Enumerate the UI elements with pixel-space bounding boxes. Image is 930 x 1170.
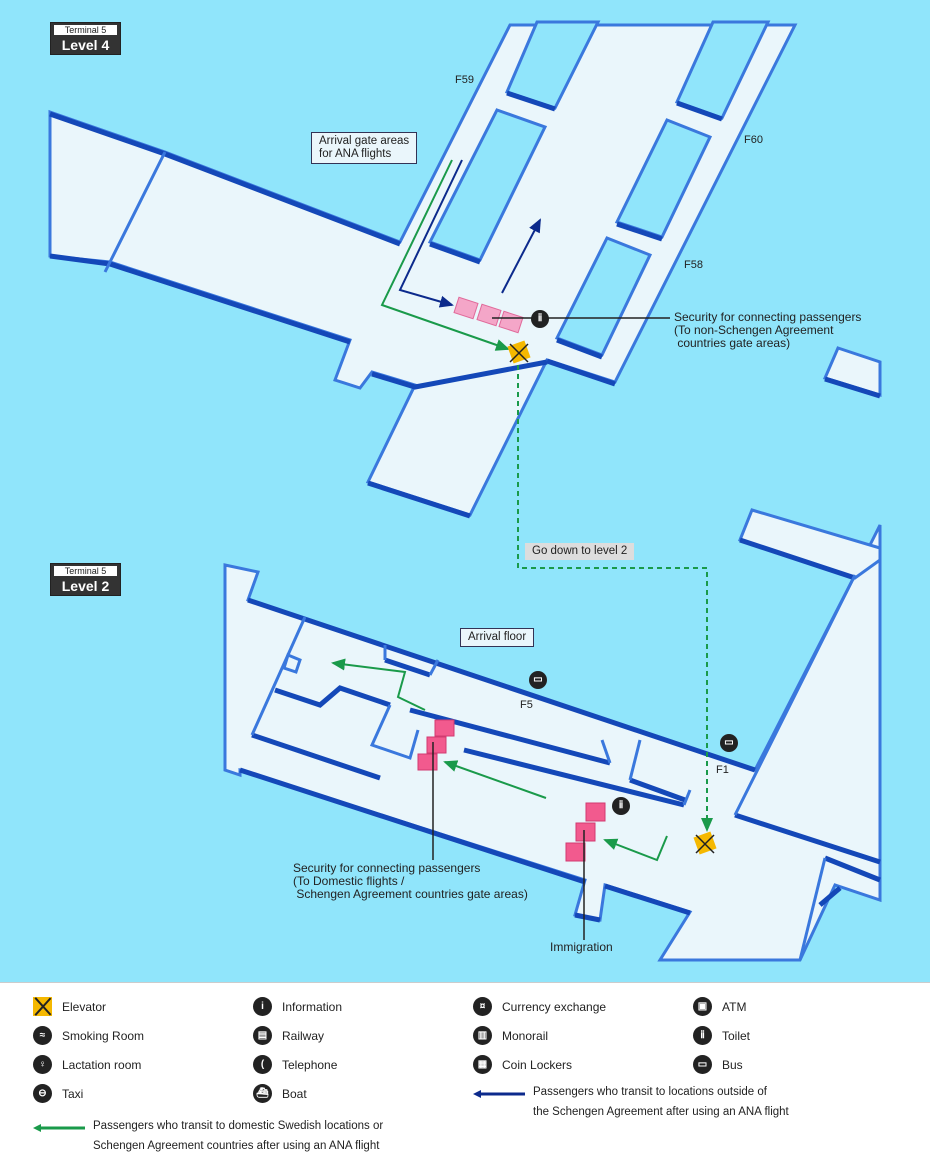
legend-label: Toilet [722, 1028, 751, 1043]
terminal-map [48, 20, 882, 962]
go-down-label: Go down to level 2 [525, 543, 635, 560]
green-route-level2-a [443, 760, 547, 799]
gate-f59: F59 [455, 74, 474, 86]
legend-item: ( Telephone [253, 1055, 337, 1074]
navy-arrow-icon [473, 1090, 525, 1098]
terminal-label: Terminal 5 [54, 566, 117, 576]
level4-floor [48, 23, 882, 517]
elevator-icon [507, 340, 717, 855]
bus-icon: ▭ [720, 734, 738, 752]
boat-icon: ⛴ [253, 1084, 272, 1103]
legend-label: Telephone [282, 1057, 338, 1072]
callout-line: Security for connecting passengers [293, 861, 481, 875]
railway-icon: ▤ [253, 1026, 272, 1045]
level2-inner-edges [250, 574, 857, 961]
navy-route-up [501, 218, 541, 294]
security-callout-level4: Security for connecting passengers(To no… [674, 311, 861, 350]
level2-walls [239, 537, 881, 923]
lactation-room-icon: ♀ [33, 1055, 52, 1074]
description-line: Passengers who transit to domestic Swedi… [93, 1120, 384, 1132]
legend: Elevator i Information ¤ Currency exchange ▣ A… [0, 982, 930, 1170]
navy-arrow-description: Passengers who transit to locations outs… [533, 1082, 789, 1122]
green-arrow-icon [33, 1124, 85, 1132]
description-line: Passengers who transit to locations outs… [533, 1086, 767, 1098]
legend-item: ▤ Railway [253, 1026, 324, 1045]
legend-label: Smoking Room [62, 1028, 145, 1043]
green-route-level4 [380, 159, 510, 351]
callout-line: (To Domestic flights / [293, 874, 405, 888]
legend-item: ▦ Coin Lockers [473, 1055, 572, 1074]
legend-item: ▥ Monorail [473, 1026, 548, 1045]
label-line: Arrival gate areas [319, 135, 410, 147]
bus-icon: ▭ [529, 671, 547, 689]
toilet-icon: ⅱ [531, 310, 549, 328]
level2-badge: Terminal 5 Level 2 [50, 563, 121, 596]
legend-item: ♀ Lactation room [33, 1055, 141, 1074]
legend-label: Boat [282, 1086, 307, 1101]
legend-label: Bus [722, 1057, 743, 1072]
dashed-route-to-level2 [517, 365, 713, 832]
elevator-icon [33, 997, 52, 1016]
legend-item: ¤ Currency exchange [473, 997, 606, 1016]
level-label: Level 2 [61, 578, 110, 594]
coin-lockers-icon: ▦ [473, 1055, 492, 1074]
legend-item: ▭ Bus [693, 1055, 743, 1074]
arrival-floor-label: Arrival floor [460, 628, 535, 647]
green-route-level2-c [603, 835, 668, 862]
legend-item: ⅱ Toilet [693, 1026, 750, 1045]
bus-icon: ▭ [693, 1055, 712, 1074]
telephone-icon: ( [253, 1055, 272, 1074]
callout-line: Schengen Agreement countries gate areas) [293, 887, 528, 901]
legend-item: Elevator [33, 997, 106, 1016]
legend-label: Railway [282, 1028, 325, 1043]
callout-line: Security for connecting passengers [674, 310, 862, 324]
terminal-label: Terminal 5 [54, 25, 117, 35]
route-arrows [331, 159, 713, 862]
currency-exchange-icon: ¤ [473, 997, 492, 1016]
legend-label: Monorail [502, 1028, 549, 1043]
legend-item: ⊖ Taxi [33, 1084, 83, 1103]
legend-label: Information [282, 999, 343, 1014]
level4-walls [49, 90, 881, 519]
legend-item: ≈ Smoking Room [33, 1026, 144, 1045]
atm-icon: ▣ [693, 997, 712, 1016]
legend-item: i Information [253, 997, 342, 1016]
legend-item: ▣ ATM [693, 997, 746, 1016]
toilet-icon: ⅱ [612, 797, 630, 815]
monorail-icon: ▥ [473, 1026, 492, 1045]
legend-label: Coin Lockers [502, 1057, 573, 1072]
description-line: Schengen Agreement countries after using… [93, 1140, 380, 1152]
information-icon: i [253, 997, 272, 1016]
toilet-icon: ⅱ [693, 1026, 712, 1045]
legend-label: Elevator [62, 999, 107, 1014]
green-arrow-description: Passengers who transit to domestic Swedi… [93, 1116, 383, 1156]
legend-label: Lactation room [62, 1057, 142, 1072]
legend-label: Currency exchange [502, 999, 607, 1014]
legend-label: ATM [722, 999, 747, 1014]
immigration-label: Immigration [550, 940, 613, 954]
taxi-icon: ⊖ [33, 1084, 52, 1103]
callout-line: (To non-Schengen Agreement [674, 323, 834, 337]
level4-badge: Terminal 5 Level 4 [50, 22, 121, 55]
smoking-room-icon: ≈ [33, 1026, 52, 1045]
legend-item: ⛴ Boat [253, 1084, 307, 1103]
green-route-level2-b [331, 658, 426, 711]
callout-lines [432, 317, 670, 940]
legend-label: Taxi [62, 1086, 84, 1101]
navy-route-level4 [398, 159, 463, 308]
gate-f5: F5 [520, 699, 533, 711]
label-line: for ANA flights [319, 148, 392, 160]
gate-f60: F60 [744, 134, 763, 146]
callout-line: countries gate areas) [674, 336, 791, 350]
gate-f1: F1 [716, 764, 729, 776]
description-line: the Schengen Agreement after using an AN… [533, 1106, 789, 1118]
level-label: Level 4 [61, 37, 110, 53]
security-booths-level4 [453, 296, 524, 334]
gate-f58: F58 [684, 259, 703, 271]
security-callout-level2: Security for connecting passengers(To Do… [293, 862, 528, 901]
